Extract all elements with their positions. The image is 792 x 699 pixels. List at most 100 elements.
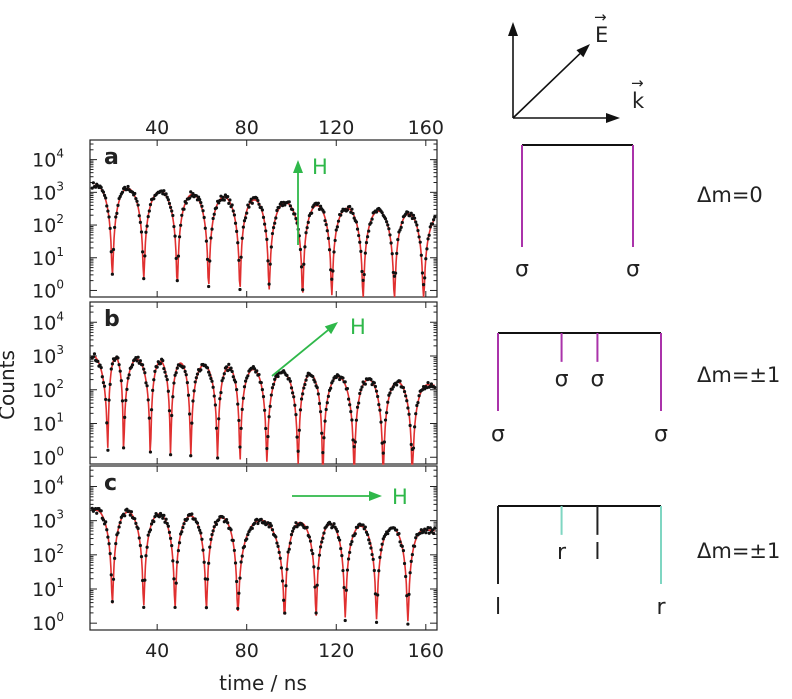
data-point (276, 374, 280, 379)
data-point (221, 376, 225, 380)
data-point (405, 399, 409, 403)
data-point (334, 375, 338, 380)
data-point (398, 379, 402, 383)
data-point (124, 398, 128, 402)
spectrum-line-label: r (557, 540, 567, 565)
data-point (119, 379, 123, 383)
data-point (288, 379, 292, 383)
data-point (274, 535, 278, 539)
data-point (345, 208, 350, 212)
data-point (425, 247, 429, 251)
data-point (233, 221, 238, 225)
data-point (390, 252, 394, 256)
data-point (210, 379, 214, 383)
data-point (413, 544, 417, 548)
data-point (141, 363, 145, 367)
y-tick-label: 102 (32, 212, 64, 237)
data-point (117, 525, 121, 529)
data-point (407, 592, 411, 597)
data-point (368, 541, 372, 545)
data-point (166, 389, 170, 393)
data-point (291, 391, 295, 395)
y-tick-label: 104 (32, 147, 64, 172)
data-point (174, 256, 178, 261)
data-point (118, 520, 122, 525)
data-point (102, 384, 107, 388)
data-point (134, 521, 138, 526)
data-point (186, 393, 191, 397)
data-point (104, 520, 108, 524)
data-point (408, 214, 412, 218)
data-point (293, 212, 297, 216)
data-point (332, 522, 336, 526)
data-point (247, 205, 251, 209)
data-point (136, 526, 140, 531)
data-point (351, 211, 355, 216)
data-point (315, 386, 319, 390)
data-point (172, 577, 176, 581)
data-point (224, 365, 229, 369)
data-point (231, 375, 235, 379)
data-point (110, 272, 114, 276)
x-tick-top-40: 40 (145, 117, 169, 139)
data-point (99, 185, 103, 190)
data-point (190, 512, 194, 516)
data-point (406, 406, 410, 410)
data-point (189, 454, 193, 458)
data-point (303, 245, 307, 249)
data-point (107, 542, 111, 546)
data-point (236, 241, 240, 245)
data-point (99, 509, 103, 513)
data-point (348, 204, 352, 209)
data-point (91, 181, 95, 185)
data-point (324, 223, 328, 227)
data-point (386, 531, 390, 536)
data-point (372, 568, 376, 573)
data-point (133, 517, 137, 521)
data-point (155, 365, 159, 369)
data-point (259, 381, 263, 385)
y-tick-label: 101 (32, 576, 64, 601)
data-point (196, 525, 201, 529)
data-point (295, 435, 299, 439)
data-point (212, 394, 216, 398)
data-point (102, 193, 107, 197)
data-point (235, 229, 239, 233)
polarization-vectors-diagram: E→k→ (508, 8, 645, 123)
data-point (318, 204, 323, 208)
data-point (240, 407, 244, 411)
data-point (364, 530, 369, 534)
data-point (153, 515, 157, 519)
data-point (317, 401, 322, 406)
spectrum-line-label: l (594, 540, 600, 565)
data-point (419, 253, 423, 257)
data-point (428, 225, 432, 229)
data-point (330, 277, 334, 281)
data-point (118, 369, 122, 373)
data-point (222, 198, 226, 202)
data-point (359, 249, 363, 253)
data-point (374, 389, 379, 393)
data-point (428, 526, 432, 530)
data-point (246, 533, 250, 537)
data-point (361, 278, 365, 283)
data-point (180, 530, 184, 534)
data-point (226, 521, 230, 525)
data-point (232, 213, 236, 217)
data-point (301, 392, 305, 396)
data-point (245, 211, 249, 215)
data-point (395, 251, 399, 256)
data-points (90, 352, 437, 460)
data-point (160, 513, 164, 517)
data-point (336, 536, 341, 540)
data-point (205, 577, 210, 581)
data-point (288, 541, 292, 545)
data-point (106, 209, 110, 213)
data-point (233, 380, 238, 384)
data-point (316, 201, 320, 205)
data-point (211, 216, 215, 221)
data-point (110, 362, 114, 366)
data-point (316, 392, 320, 396)
